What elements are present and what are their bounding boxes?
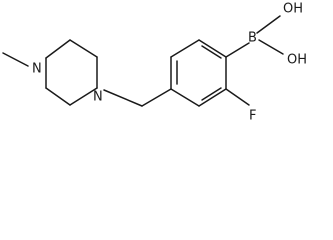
benzyl-bond-ch2-ring (141, 88, 172, 107)
benzene-bond-6 (170, 88, 200, 107)
fluorine-bond (225, 88, 250, 106)
piperazine-bond-n1-c2 (45, 39, 71, 59)
molecule-diagram: N N B OH OH F (2, 2, 307, 124)
benzene-inner-bond-2 (201, 45, 222, 59)
piperazine-bond-n4-c5 (69, 87, 98, 106)
methyl-bond (2, 52, 29, 67)
hydroxyl-bond-bottom (258, 39, 284, 55)
benzene-inner-bond-3 (201, 87, 222, 101)
benzene-bond-3 (198, 39, 227, 58)
atom-label-fluorine: F (249, 109, 256, 124)
atom-label-hydroxyl-bottom: OH (287, 53, 307, 68)
hydroxyl-bond-top (256, 15, 281, 34)
benzyl-bond-n-ch2 (103, 89, 143, 107)
structure-canvas: N N B OH OH F (2, 1, 308, 124)
atom-label-n-benzyl: N (93, 90, 103, 105)
atom-label-hydroxyl-top: OH (283, 2, 303, 17)
atom-label-n-methyl: N (32, 62, 42, 77)
boron-bond (225, 42, 250, 58)
piperazine-bond-c5-c6 (45, 87, 71, 106)
benzene-bond-2 (170, 39, 200, 58)
atom-label-boron: B (248, 31, 257, 46)
benzene-bond-5 (198, 88, 227, 107)
piperazine-bond-c2-c3 (69, 39, 98, 58)
